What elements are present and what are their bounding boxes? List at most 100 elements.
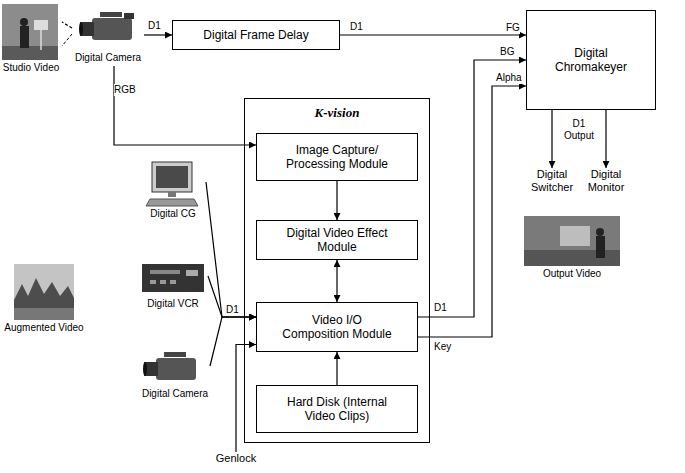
- edge-label: D1: [226, 304, 239, 316]
- camera-body: [92, 18, 132, 40]
- vcr-icon: [142, 264, 204, 292]
- signal-label: FG: [506, 22, 520, 34]
- connector: [206, 182, 256, 317]
- caption: Digital VCR: [138, 298, 208, 310]
- augmented-photo: [14, 264, 74, 320]
- vcr-button: [160, 280, 166, 284]
- connector: [114, 66, 256, 145]
- music-stand: [34, 20, 48, 30]
- connector: [144, 34, 172, 35]
- camera-icon: [143, 352, 196, 380]
- signal-label: Alpha: [496, 72, 522, 84]
- connector: [336, 181, 337, 220]
- box-label: Digital Monitor: [582, 168, 630, 194]
- camera-lens: [144, 362, 158, 376]
- person-head: [596, 228, 604, 236]
- connector: [336, 260, 337, 302]
- box-label: Genlock: [212, 452, 260, 465]
- camera-lens-front: [143, 362, 147, 376]
- caption: Digital Camera: [72, 52, 144, 64]
- signal-label: BG: [500, 46, 514, 58]
- system-box: K-visionImage Capture/ Processing Module…: [244, 98, 430, 443]
- photo-floor: [524, 250, 620, 266]
- vcr-button: [150, 280, 156, 284]
- keyboard: [146, 199, 198, 206]
- photo-ground: [2, 4, 58, 60]
- camera-lens-front: [79, 22, 83, 36]
- person-body: [20, 26, 29, 48]
- computer-icon: [146, 162, 198, 206]
- photo-floor: [2, 46, 58, 60]
- module-box: Video I/O Composition Module: [256, 302, 418, 352]
- group-title: K-vision: [245, 105, 429, 121]
- module-box: Digital Video Effect Module: [256, 220, 418, 260]
- process-box: Digital Chromakeyer: [526, 10, 656, 110]
- caption: Digital Camera: [140, 388, 210, 400]
- caption: Studio Video: [0, 62, 62, 74]
- module-box: Hard Disk (Internal Video Clips): [256, 385, 418, 433]
- camera-handle: [164, 352, 186, 357]
- box-label: Hard Disk (Internal Video Clips): [274, 395, 400, 424]
- camera-lens: [80, 22, 94, 36]
- box-label: Video I/O Composition Module: [278, 313, 396, 342]
- video-thumbnail: Augmented Video: [3, 262, 85, 334]
- output-device: Digital Monitor: [582, 168, 630, 194]
- box-label: Digital Video Effect Module: [277, 226, 397, 255]
- photo-sky: [14, 264, 74, 320]
- vcr-display: [186, 270, 198, 276]
- view-line: [62, 34, 72, 46]
- camera-body: [156, 358, 196, 380]
- monitor-stand: [168, 192, 176, 197]
- caption: Output Video: [522, 268, 622, 280]
- connector: [340, 34, 526, 35]
- vcr-slot: [150, 270, 180, 274]
- camera-handle: [100, 12, 122, 17]
- connector: [418, 86, 526, 337]
- computer-device: Digital CG: [140, 160, 206, 220]
- video-thumbnail: Output Video: [522, 214, 622, 280]
- edge-label: RGB: [114, 84, 136, 96]
- monitor-screen: [156, 166, 188, 188]
- stand-pole: [40, 30, 42, 50]
- sync-source: Genlock: [212, 452, 260, 465]
- photo-trees: [14, 278, 74, 320]
- edge-label: Key: [434, 341, 451, 353]
- box-label: Digital Switcher: [528, 168, 576, 194]
- vcr-body: [142, 264, 204, 292]
- camera-device: Digital Camera: [72, 6, 144, 64]
- vcr-button: [170, 280, 176, 284]
- signal-label: D1 Output: [560, 118, 598, 142]
- process-box: Digital Frame Delay: [172, 20, 340, 50]
- output-device: Digital Switcher: [528, 168, 576, 194]
- caption: Augmented Video: [3, 322, 85, 334]
- studio-photo: [2, 4, 58, 60]
- connector: [62, 22, 72, 28]
- photo-screen: [560, 226, 590, 246]
- vcr-device: Digital VCR: [138, 258, 208, 310]
- edge-label: D1: [350, 21, 363, 33]
- edge-label: D1: [148, 20, 161, 32]
- connector: [208, 276, 256, 317]
- connector: [418, 60, 526, 317]
- module-box: Image Capture/ Processing Module: [256, 133, 418, 181]
- camera-viewfinder: [124, 13, 134, 19]
- monitor-frame: [152, 162, 192, 192]
- photo-ground: [14, 308, 74, 320]
- person-body: [596, 236, 605, 258]
- person-head: [20, 18, 28, 26]
- connector: [236, 345, 256, 453]
- camera-device: Digital Camera: [140, 350, 210, 400]
- connector: [210, 317, 256, 366]
- camera-icon: [79, 12, 134, 40]
- box-label: Digital Frame Delay: [203, 28, 308, 42]
- photo-ground: [524, 216, 620, 266]
- connector: [336, 352, 337, 385]
- connector: [605, 110, 606, 168]
- connector: [551, 110, 552, 168]
- caption: Digital CG: [140, 208, 206, 220]
- box-label: Image Capture/ Processing Module: [282, 143, 392, 172]
- output-photo: [524, 216, 620, 266]
- box-label: Digital Chromakeyer: [546, 46, 636, 75]
- edge-label: D1: [434, 302, 447, 314]
